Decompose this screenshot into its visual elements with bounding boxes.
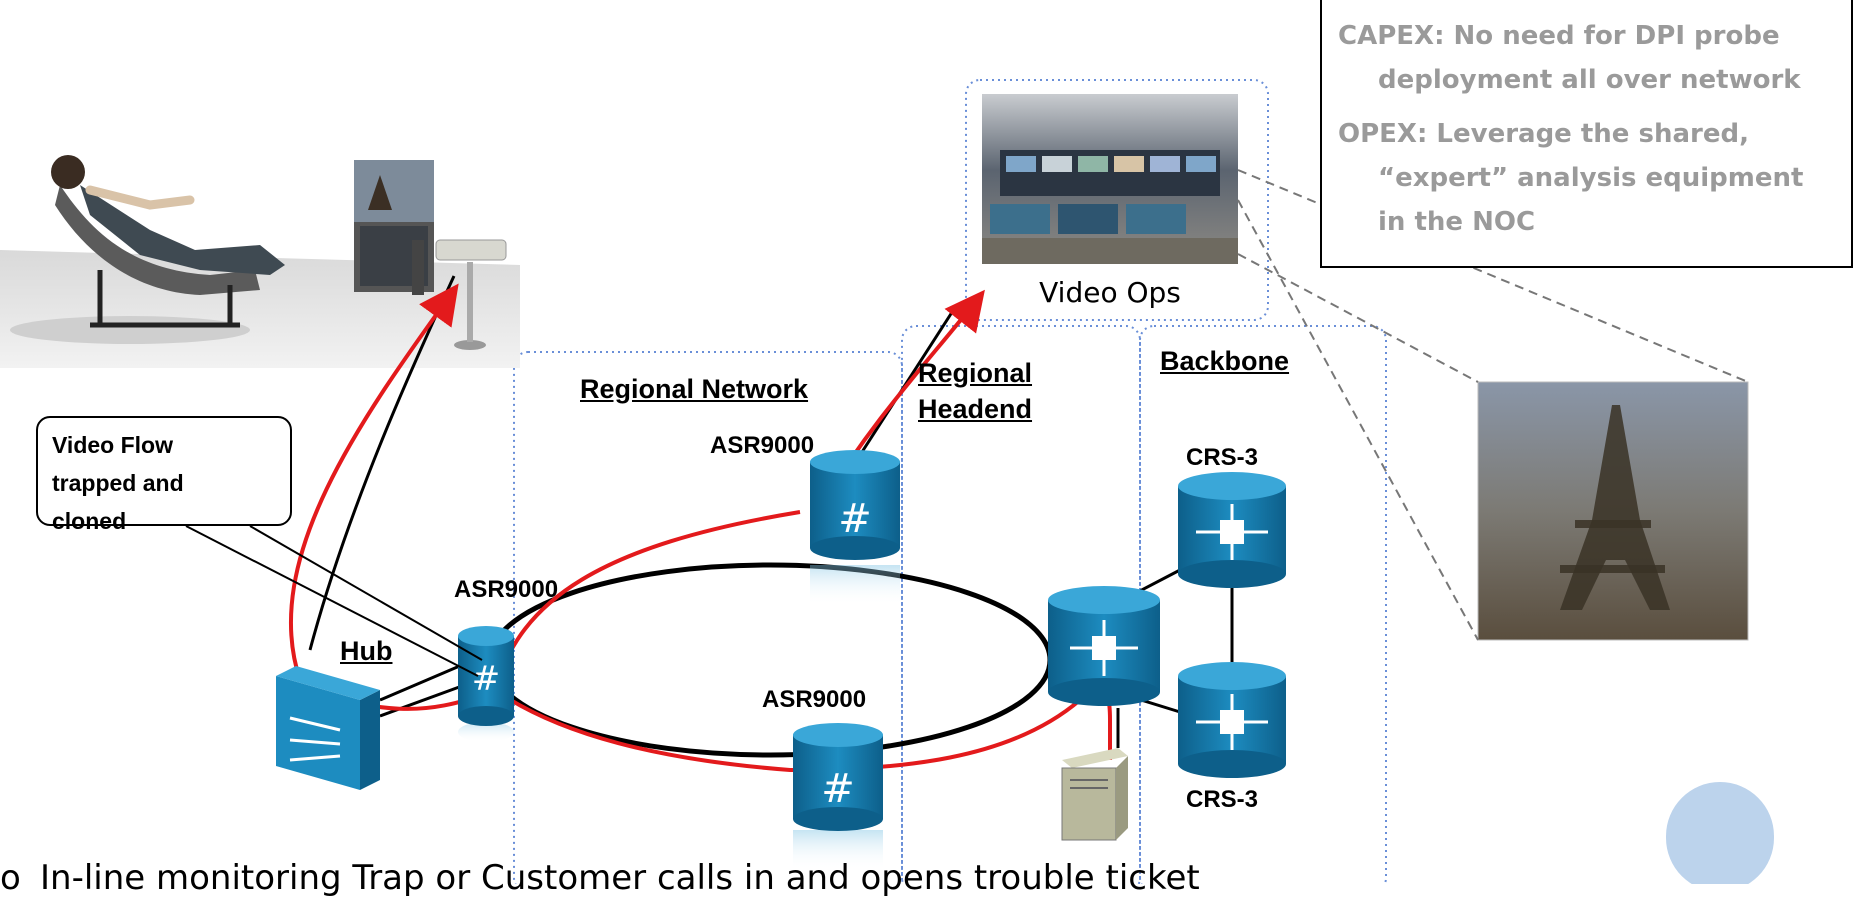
opex-line-3: in the NOC <box>1378 207 1536 237</box>
switch-icon <box>276 666 380 790</box>
crs-router-icon <box>1048 586 1160 706</box>
capex-line-1: CAPEX: No need for DPI probe <box>1338 21 1780 51</box>
router-icon: # <box>810 450 900 605</box>
label-crs3-bottom: CRS-3 <box>1186 786 1259 813</box>
crs-router-icon <box>1178 472 1286 588</box>
router-icon: # <box>793 723 883 870</box>
eiffel-mosaic-image <box>1477 381 1749 641</box>
label-hub: Hub <box>340 636 393 666</box>
server-icon <box>1061 748 1128 841</box>
network-ring <box>487 562 1053 758</box>
callout-video-flow: Video Flow trapped and cloned <box>36 416 292 534</box>
svg-text:#: # <box>472 659 501 699</box>
bullet-marker: o <box>0 858 21 898</box>
benefits-notes: CAPEX: No need for DPI probe deployment … <box>1320 0 1853 268</box>
zone-video-ops <box>965 79 1269 321</box>
zone-backbone <box>1139 325 1387 884</box>
label-regional-headend: Regional <box>918 358 1033 388</box>
label-asr9000-top: ASR9000 <box>710 432 815 459</box>
home-viewer-image <box>0 155 520 368</box>
svg-text:#: # <box>838 496 872 542</box>
svg-text:#: # <box>821 766 855 812</box>
label-regional-network: Regional Network <box>580 374 809 404</box>
label-asr9000-hub: ASR9000 <box>454 576 559 603</box>
label-backbone: Backbone <box>1160 346 1290 376</box>
label-crs3-top: CRS-3 <box>1186 444 1259 471</box>
capex-line-2: deployment all over network <box>1378 65 1801 95</box>
decorative-shape <box>1666 782 1774 884</box>
bullet-content: In-line monitoring Trap or Customer call… <box>40 858 1200 898</box>
callout-line-3: cloned <box>52 508 127 534</box>
label-asr9000-bottom: ASR9000 <box>762 686 867 713</box>
video-ops-photo <box>982 94 1238 264</box>
opex-line-1: OPEX: Leverage the shared, <box>1338 119 1749 149</box>
callout-line-1: Video Flow <box>52 432 173 458</box>
crs-router-icon <box>1178 662 1286 778</box>
callout-line-2: trapped and <box>52 470 184 496</box>
bullet-text: o In-line monitoring Trap or Customer cal… <box>0 858 1200 898</box>
label-regional-headend-2: Headend <box>918 394 1033 424</box>
label-video-ops: Video Ops <box>1039 276 1181 309</box>
opex-line-2: “expert” analysis equipment <box>1378 163 1804 193</box>
callout-pointer <box>185 525 483 677</box>
router-icon: # <box>458 626 514 742</box>
